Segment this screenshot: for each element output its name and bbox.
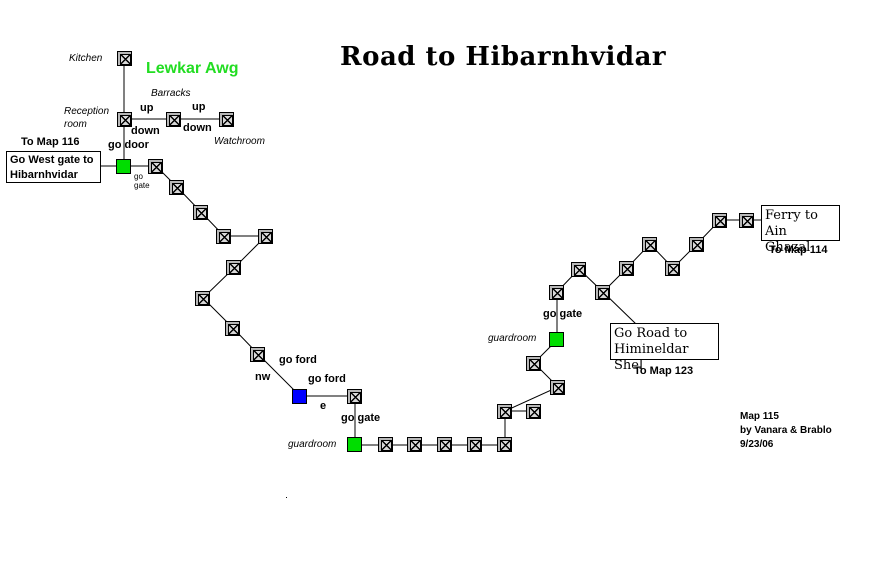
room-road-3[interactable] (193, 205, 208, 220)
room-road-10[interactable] (378, 437, 393, 452)
label-reception: Reception room (64, 106, 110, 130)
room-road-8[interactable] (225, 321, 240, 336)
map-ref-114: To Map 114 (769, 244, 828, 256)
exit-himineldar-line2: Himineldar Shel (614, 342, 689, 373)
dir-e: e (320, 400, 327, 412)
room-guardroom-bottom[interactable] (347, 437, 362, 452)
room-watchroom[interactable] (219, 112, 234, 127)
room-road-23[interactable] (642, 237, 657, 252)
credits-map-number: Map 115 (740, 411, 779, 422)
room-road-25[interactable] (689, 237, 704, 252)
room-road-14[interactable] (497, 437, 512, 452)
label-barracks: Barracks (151, 88, 191, 99)
dir-nw: nw (255, 371, 271, 383)
exit-ferry-line1: Ferry to (765, 208, 818, 223)
room-road-7[interactable] (195, 291, 210, 306)
stray-dot (286, 497, 287, 498)
dir-down-1: down (131, 125, 160, 137)
credits-date: 9/23/06 (740, 439, 774, 450)
credits-authors: by Vanara & Brablo (740, 425, 832, 436)
room-road-13[interactable] (467, 437, 482, 452)
room-road-19[interactable] (549, 285, 564, 300)
exit-west-gate-line1: Go West gate to (10, 154, 94, 166)
room-road-16[interactable] (526, 404, 541, 419)
dir-up-1: up (140, 102, 154, 114)
room-road-9[interactable] (250, 347, 265, 362)
exit-himineldar-line1: Go Road to (614, 326, 688, 341)
room-road-5[interactable] (258, 229, 273, 244)
dir-go-gate-bottom: go gate (341, 412, 381, 424)
room-road-15[interactable] (497, 404, 512, 419)
room-road-20[interactable] (571, 262, 586, 277)
dir-go-ford-upper: go ford (279, 354, 317, 366)
room-ford-blue[interactable] (292, 389, 307, 404)
map-title: Road to Hibarnhvidar (340, 42, 667, 72)
exit-ferry-line2: Ain Ghazal (765, 224, 811, 255)
dir-go-gate-small: go gate (134, 172, 150, 190)
room-road-17[interactable] (550, 380, 565, 395)
room-reception[interactable] (117, 112, 132, 127)
dir-go-ford-lower: go ford (308, 373, 346, 385)
room-guardroom-right[interactable] (549, 332, 564, 347)
room-barracks[interactable] (166, 112, 181, 127)
room-gate-green[interactable] (116, 159, 131, 174)
room-road-11[interactable] (407, 437, 422, 452)
label-guardroom-bottom: guardroom (288, 439, 337, 450)
dir-go-door: go door (108, 139, 149, 151)
room-road-24[interactable] (665, 261, 680, 276)
room-ford-east[interactable] (347, 389, 362, 404)
label-guardroom-right: guardroom (488, 333, 537, 344)
room-road-18[interactable] (526, 356, 541, 371)
exit-west-gate-line2: Hibarnhvidar (10, 169, 78, 181)
room-road-1[interactable] (148, 159, 163, 174)
room-road-12[interactable] (437, 437, 452, 452)
area-name: Lewkar Awg (146, 60, 239, 77)
dir-go-gate-right: go gate (543, 308, 583, 320)
room-road-22[interactable] (619, 261, 634, 276)
label-kitchen: Kitchen (69, 53, 103, 64)
room-road-4[interactable] (216, 229, 231, 244)
room-road-2[interactable] (169, 180, 184, 195)
room-road-21[interactable] (595, 285, 610, 300)
label-watchroom: Watchroom (214, 136, 265, 147)
dir-up-2: up (192, 101, 206, 113)
map-ref-123: To Map 123 (634, 365, 694, 377)
room-road-26[interactable] (712, 213, 727, 228)
exit-ferry[interactable]: Ferry to Ain Ghazal (761, 205, 840, 255)
dir-down-2: down (183, 122, 212, 134)
exit-himineldar[interactable]: Go Road to Himineldar Shel (610, 323, 719, 373)
map-ref-116: To Map 116 (21, 136, 80, 148)
room-road-27[interactable] (739, 213, 754, 228)
room-road-6[interactable] (226, 260, 241, 275)
exit-west-gate[interactable]: Go West gate to Hibarnhvidar (6, 151, 101, 183)
room-kitchen[interactable] (117, 51, 132, 66)
